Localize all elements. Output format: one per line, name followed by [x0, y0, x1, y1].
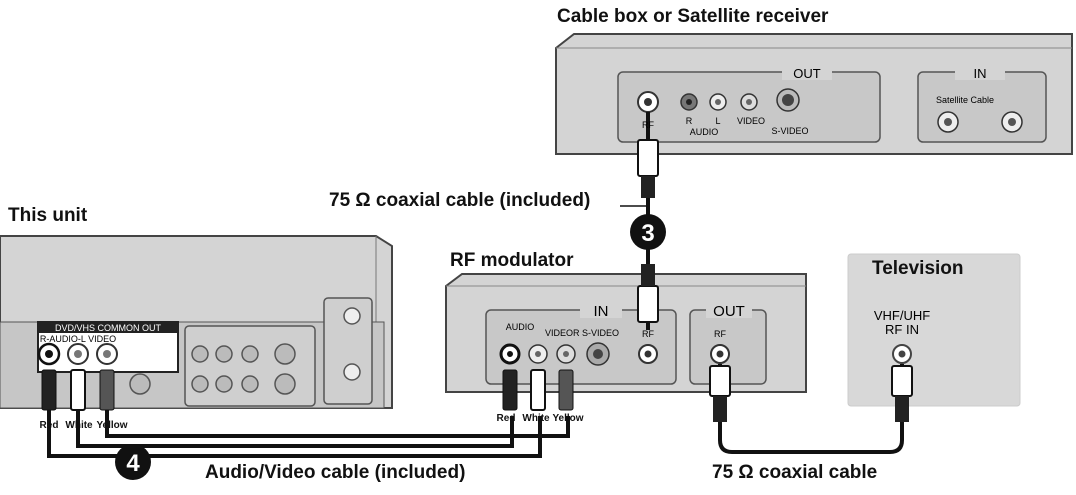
- av-plug-mod-yellow: [558, 369, 574, 411]
- cable-box-title: Cable box or Satellite receiver: [557, 6, 829, 27]
- television-title: Television: [872, 258, 964, 279]
- coax-label: 75 Ω coaxial cable: [712, 462, 878, 483]
- coax-plug-bottom: [637, 285, 659, 323]
- this-unit-title: This unit: [8, 205, 88, 226]
- coaxial-cable-tv: [709, 364, 913, 454]
- cable-box: [555, 33, 1073, 155]
- mod-plug-yellow-label: Yellow: [552, 413, 583, 424]
- coax-plug-top: [637, 139, 659, 177]
- cable-box-rf-label: RF: [642, 120, 654, 130]
- svg-text:3: 3: [641, 220, 654, 247]
- av-cable-step4: [41, 369, 574, 458]
- step-4-badge: 4: [115, 444, 151, 480]
- cable-box-svideo-jack: [776, 88, 800, 112]
- coax-plug-modulator-out: [709, 365, 731, 397]
- step-3-badge: 3: [630, 214, 666, 250]
- cable-box-out-label: OUT: [793, 66, 821, 81]
- cable-box-audio-label: AUDIO: [690, 127, 719, 137]
- cable-box-audio-l-jack: [709, 93, 727, 111]
- unit-plug-white-label: White: [65, 420, 93, 431]
- av-plug-unit-white: [70, 369, 86, 411]
- unit-plug-yellow-label: Yellow: [96, 420, 127, 431]
- av-plug-unit-yellow: [99, 369, 115, 411]
- unit-extra-jacks: [129, 297, 373, 407]
- unit-common-out-label: DVD/VHS COMMON OUT: [55, 323, 162, 333]
- av-plug-mod-red: [502, 369, 518, 411]
- cable-box-satellite-jack-1: [937, 111, 959, 133]
- cable-box-in-label: IN: [974, 66, 987, 81]
- cable-box-svideo-label: S-VIDEO: [771, 126, 808, 136]
- rf-modulator: [445, 273, 807, 393]
- cable-box-r-label: R: [686, 116, 693, 126]
- cable-box-in-panel: [917, 71, 1047, 143]
- cable-box-l-label: L: [715, 116, 720, 126]
- cable-box-video-jack: [740, 93, 758, 111]
- tv-port-label-2: RF IN: [885, 322, 919, 337]
- mod-plug-white-label: White: [522, 413, 550, 424]
- this-unit: [0, 235, 393, 409]
- cable-box-rf-out-jack: [637, 91, 659, 113]
- av-plug-unit-red: [41, 369, 57, 411]
- rf-modulator-title: RF modulator: [450, 250, 574, 271]
- modulator-rf-out-label: RF: [714, 329, 726, 339]
- av-plug-mod-white: [530, 369, 546, 411]
- cable-box-video-label: VIDEO: [737, 116, 765, 126]
- unit-plug-red-label: Red: [40, 420, 59, 431]
- modulator-out-label: OUT: [713, 303, 745, 320]
- cable-box-satellite-label: Satellite Cable: [936, 95, 994, 105]
- cable-box-satellite-jack-2: [1001, 111, 1023, 133]
- tv-port-label-1: VHF/UHF: [874, 308, 930, 323]
- mod-plug-red-label: Red: [497, 413, 516, 424]
- modulator-in-label: IN: [594, 303, 609, 320]
- modulator-rf-in-label: RF: [642, 329, 654, 339]
- coax-plug-tv: [891, 365, 913, 397]
- coax-included-label: 75 Ω coaxial cable (included): [329, 190, 591, 211]
- modulator-video-label: VIDEOR S-VIDEO: [545, 328, 619, 338]
- cable-box-audio-r-jack: [680, 93, 698, 111]
- svg-text:4: 4: [126, 450, 140, 477]
- av-cable-label: Audio/Video cable (included): [205, 462, 466, 483]
- unit-jack-sub-label: R-AUDIO-L VIDEO: [40, 334, 116, 344]
- modulator-audio-label: AUDIO: [506, 322, 535, 332]
